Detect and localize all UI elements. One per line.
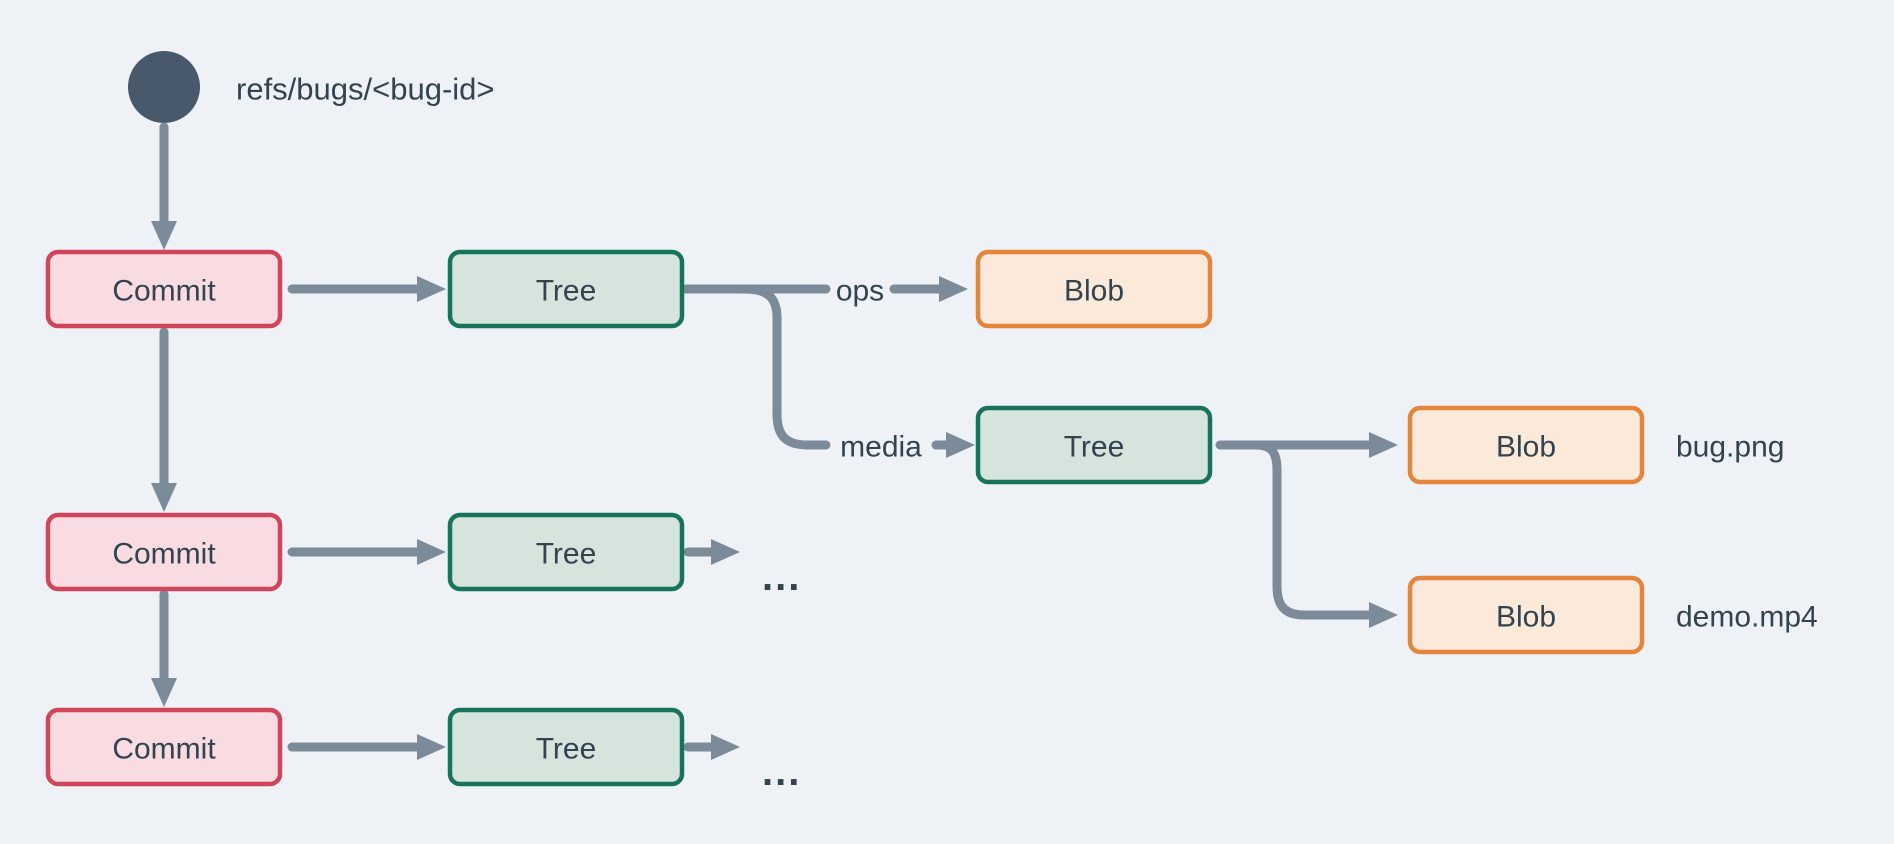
ellipsis-row2: ... [762, 555, 801, 599]
node-tree-4: Tree [447, 707, 685, 787]
blob-label: Blob [1496, 601, 1556, 634]
tree-label: Tree [1064, 431, 1125, 464]
ellipsis-row3: ... [762, 750, 801, 794]
blob-box [975, 249, 1213, 329]
edge-tree2-to-blob-demo [1251, 440, 1398, 628]
edge-label-media: media [840, 431, 922, 464]
blob-box [1407, 575, 1645, 655]
file-label-bug-png: bug.png [1676, 431, 1784, 464]
commit-box [45, 707, 283, 787]
commit-box [45, 512, 283, 592]
commit-label: Commit [112, 733, 216, 766]
tree-label: Tree [536, 538, 597, 571]
tree-box [447, 249, 685, 329]
blob-label: Blob [1064, 275, 1124, 308]
tree-label: Tree [536, 733, 597, 766]
node-tree-3: Tree [447, 512, 685, 592]
edge-label-ops: ops [836, 275, 884, 308]
node-tree-2: Tree [975, 405, 1213, 485]
tree-box [975, 405, 1213, 485]
commit-label: Commit [112, 538, 216, 571]
tree-box [447, 707, 685, 787]
node-blob-ops: Blob [975, 249, 1213, 329]
edge-tree1-media-branch [740, 284, 831, 450]
blob-label: Blob [1496, 431, 1556, 464]
node-tree-1: Tree [447, 249, 685, 329]
ref-dot-icon [128, 51, 200, 123]
node-blob-bug: Blob [1407, 405, 1645, 485]
file-label-demo-mp4: demo.mp4 [1676, 601, 1818, 634]
blob-box [1407, 405, 1645, 485]
commit-box [45, 249, 283, 329]
node-commit-2: Commit [45, 512, 283, 592]
node-blob-demo: Blob [1407, 575, 1645, 655]
node-commit-3: Commit [45, 707, 283, 787]
node-commit-1: Commit [45, 249, 283, 329]
ref-label: refs/bugs/<bug-id> [236, 72, 495, 107]
tree-box [447, 512, 685, 592]
commit-label: Commit [112, 275, 216, 308]
tree-label: Tree [536, 275, 597, 308]
